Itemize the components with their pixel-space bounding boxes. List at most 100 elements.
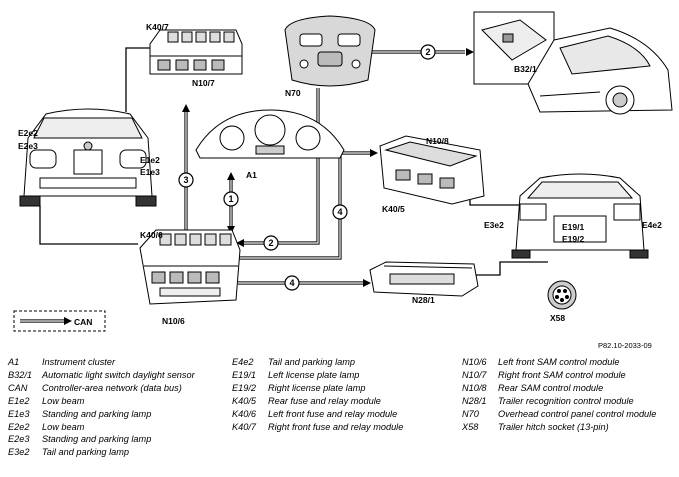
legend-description: Rear SAM control module <box>498 382 604 393</box>
svg-text:3: 3 <box>183 175 188 185</box>
label-e2e2: E2e2 <box>18 128 38 138</box>
legend-row: E1e2 Low beam <box>8 395 230 408</box>
legend-row: N28/1 Trailer recognition control module <box>462 395 673 408</box>
n70-overhead-panel-illustration <box>284 15 376 87</box>
label-e19-2: E19/2 <box>562 234 584 244</box>
n28-1-module-illustration <box>369 261 479 297</box>
legend-code: K40/5 <box>232 395 257 406</box>
legend-description: Low beam <box>42 421 85 432</box>
svg-text:4: 4 <box>337 207 342 217</box>
can-legend-box: CAN <box>13 310 106 332</box>
system-diagram: 1 2 2 3 4 4 <box>13 11 673 350</box>
bus-lines <box>39 47 548 285</box>
legend-description: Left front SAM control module <box>498 357 620 367</box>
label-e1e3: E1e3 <box>140 167 160 177</box>
legend-code: E1e2 <box>8 395 30 406</box>
legend-code: CAN <box>8 382 28 393</box>
marker-3 <box>178 172 194 188</box>
legend-row: X58 Trailer hitch socket (13-pin) <box>462 421 673 434</box>
label-x58: X58 <box>550 313 565 323</box>
marker-2-mid <box>263 235 279 251</box>
legend-description: Trailer hitch socket (13-pin) <box>498 421 609 432</box>
legend-code: E4e2 <box>232 357 254 367</box>
legend-description: Left license plate lamp <box>268 369 360 380</box>
legend-row: E3e2 Tail and parking lamp <box>8 446 230 459</box>
legend-description: Instrument cluster <box>42 357 116 367</box>
legend-row: E1e3 Standing and parking lamp <box>8 408 230 421</box>
k40-7-module-illustration <box>149 29 243 75</box>
label-k40-5: K40/5 <box>382 204 405 214</box>
legend-code: K40/6 <box>232 408 257 419</box>
label-k40-7: K40/7 <box>146 22 169 32</box>
legend-code: E3e2 <box>8 447 30 458</box>
n10-8-module-illustration <box>379 135 485 205</box>
b32-1-windshield-inset <box>473 11 673 115</box>
legend-code: B32/1 <box>8 369 33 380</box>
label-k40-6: K40/6 <box>140 230 163 240</box>
front-car-illustration <box>19 108 157 207</box>
legend-code: N28/1 <box>462 395 487 406</box>
label-e3e2: E3e2 <box>484 220 504 230</box>
legend-code: E19/1 <box>232 369 257 380</box>
legend-row: A1 Instrument cluster <box>8 356 230 369</box>
marker-4-bottom <box>284 275 300 291</box>
label-e2e3: E2e3 <box>18 141 38 151</box>
legend-code: N70 <box>462 408 479 419</box>
document-id: P82.10-2033-09 <box>598 341 652 350</box>
legend-description: Tail and parking lamp <box>42 447 129 458</box>
legend-row: N70 Overhead control panel control module <box>462 408 673 421</box>
legend-description: Low beam <box>42 395 85 406</box>
legend-description: Controller-area network (data bus) <box>42 382 182 393</box>
x58-trailer-socket-illustration <box>547 280 577 310</box>
k40-6-module-illustration <box>139 229 241 305</box>
legend-description: Automatic light switch daylight sensor <box>42 369 195 380</box>
legend-description: Standing and parking lamp <box>42 408 152 419</box>
legend-code: N10/7 <box>462 369 487 380</box>
legend-row: E19/1 Left license plate lamp <box>232 369 458 382</box>
svg-text:4: 4 <box>289 278 294 288</box>
marker-4-mid <box>332 204 348 220</box>
label-n10-6: N10/6 <box>162 316 185 326</box>
legend-code: N10/6 <box>462 357 487 367</box>
bus-n28-1-to-x58 <box>472 261 548 276</box>
marker-1 <box>223 191 239 207</box>
legend-description: Standing and parking lamp <box>42 434 152 445</box>
legend-row: E19/2 Right license plate lamp <box>232 382 458 395</box>
svg-text:1: 1 <box>228 194 233 204</box>
legend-description: Right front SAM control module <box>498 369 626 380</box>
legend-description: Tail and parking lamp <box>268 357 355 367</box>
legend-description: Rear fuse and relay module <box>268 395 381 406</box>
circle-markers: 1 2 2 3 4 4 <box>178 44 436 291</box>
rear-car-illustration <box>511 173 649 259</box>
component-labels: K40/7 N10/7 N70 B32/1 E2e2 E2e3 E1e2 E1e… <box>18 22 662 350</box>
legend-row: E2e3 Standing and parking lamp <box>8 433 230 446</box>
legend-code: A1 <box>8 357 20 367</box>
legend-code: E19/2 <box>232 382 257 393</box>
label-n28-1: N28/1 <box>412 295 435 305</box>
legend-code: E1e3 <box>8 408 30 419</box>
legend-code: K40/7 <box>232 421 257 432</box>
label-b32-1: B32/1 <box>514 64 537 74</box>
legend-description: Trailer recognition control module <box>498 395 634 406</box>
legend-code: X58 <box>462 421 479 432</box>
legend-row: E4e2 Tail and parking lamp <box>232 356 458 369</box>
a1-instrument-cluster-illustration <box>195 109 345 159</box>
label-e19-1: E19/1 <box>562 222 584 232</box>
legend-row: N10/7 Right front SAM control module <box>462 369 673 382</box>
legend-row: N10/6 Left front SAM control module <box>462 356 673 369</box>
label-n10-7: N10/7 <box>192 78 215 88</box>
label-n70: N70 <box>285 88 301 98</box>
svg-text:2: 2 <box>268 238 273 248</box>
legend-code: E2e3 <box>8 434 30 445</box>
legend-row: B32/1 Automatic light switch daylight sen… <box>8 369 230 382</box>
legend-description: Overhead control panel control module <box>498 408 657 419</box>
label-n10-8: N10/8 <box>426 136 449 146</box>
legend-description: Right license plate lamp <box>268 382 366 393</box>
